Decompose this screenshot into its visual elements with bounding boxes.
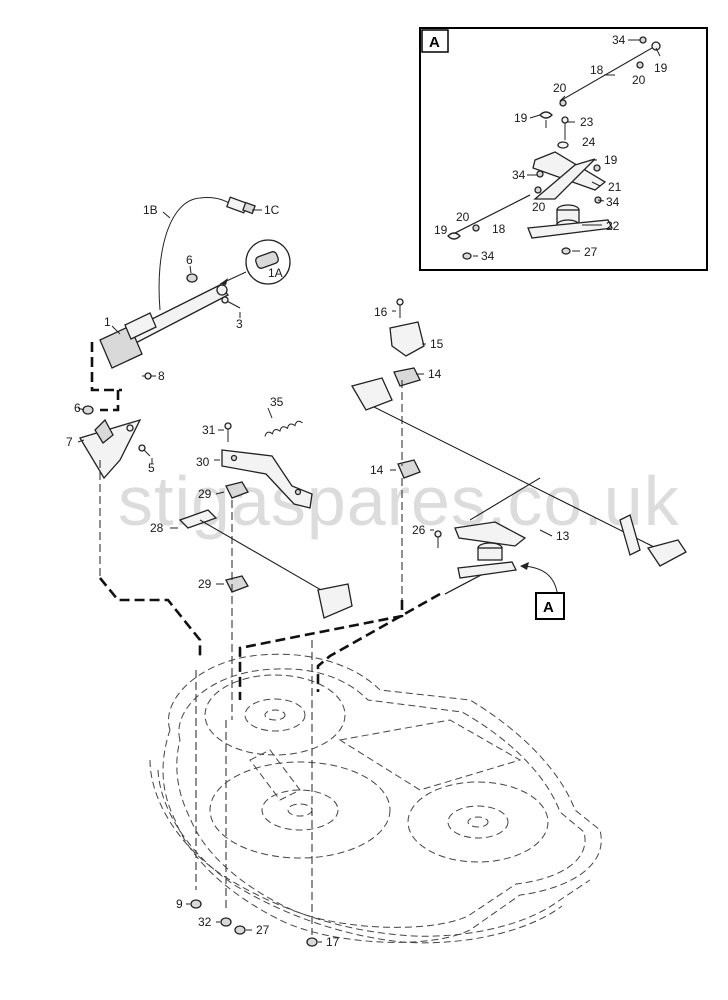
label-28: 28 [150,521,164,535]
label-a19d: 19 [434,223,448,237]
label-a19a: 19 [654,61,668,75]
watermark: stigaspares.co.uk [118,462,680,540]
arm-assembly [444,477,541,595]
label-a19b: 19 [514,111,528,125]
label-14a: 14 [428,367,442,381]
callout-box-a: A [535,592,565,620]
label-a20a: 20 [632,73,646,87]
label-a18b: 18 [492,222,506,236]
bushing-29-upper [225,481,249,499]
label-30: 30 [196,455,210,469]
bushing-29-lower [225,575,249,593]
label-3: 3 [236,317,243,331]
label-16: 16 [374,305,388,319]
label-31: 31 [202,423,216,437]
actuator-1 [99,284,230,369]
label-a22: 22 [606,219,620,233]
cable-1b [158,197,233,311]
label-a24: 24 [582,135,596,149]
label-a19c: 19 [604,153,618,167]
label-7: 7 [66,435,73,449]
bracket-15 [389,321,425,357]
detail-circle-1a [219,239,291,285]
label-1a: 1A [268,266,283,280]
label-1c: 1C [264,203,280,217]
label-5: 5 [148,461,155,475]
label-8: 8 [158,369,165,383]
label-a18a: 18 [590,63,604,77]
bracket-30 [221,449,313,509]
label-35: 35 [270,395,284,409]
mower-deck [149,653,602,944]
label-29a: 29 [198,487,212,501]
label-a20d: 20 [456,210,470,224]
label-a34d: 34 [481,249,495,263]
label-15: 15 [430,337,444,351]
label-32: 32 [198,915,212,929]
label-26: 26 [412,523,426,537]
detail-box-label: A [429,34,440,51]
bushing-14-lower [397,459,421,479]
connector-1c [225,196,256,215]
label-9: 9 [176,897,183,911]
rod-28 [178,509,353,619]
label-6a: 6 [186,253,193,267]
label-1: 1 [104,315,111,329]
label-17: 17 [326,935,340,949]
label-a34b: 34 [512,168,526,182]
label-6b: 6 [74,401,81,415]
label-a20c: 20 [532,200,546,214]
label-a27: 27 [584,245,598,259]
label-a34a: 34 [612,33,626,47]
label-27: 27 [256,923,270,937]
label-a21: 21 [608,180,622,194]
shaft-13 [351,377,687,567]
label-29b: 29 [198,577,212,591]
label-a23: 23 [580,115,594,129]
detail-box-a: A [419,27,708,271]
label-1b: 1B [143,203,158,217]
bracket-7 [79,418,142,480]
label-a20b: 20 [553,81,567,95]
spring-35 [264,420,303,437]
callout-box-label: A [543,599,554,616]
bushing-14-upper [393,367,421,387]
label-14b: 14 [370,463,384,477]
label-13: 13 [556,529,570,543]
label-a34c: 34 [606,195,620,209]
